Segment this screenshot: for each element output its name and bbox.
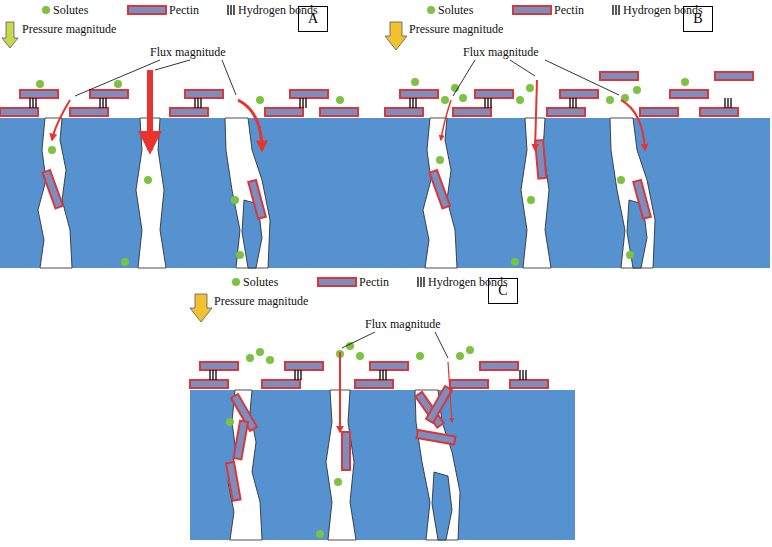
legend-swatch <box>42 6 50 14</box>
pressure-label: Pressure magnitude <box>214 294 308 308</box>
legend-text: Pectin <box>169 3 199 17</box>
flux-label: Flux magnitude <box>463 45 539 59</box>
legend-text: Solutes <box>438 3 473 17</box>
panel-a <box>0 5 385 268</box>
legend-text: Pectin <box>554 3 584 17</box>
legend-text: Hydrogen bonds <box>623 3 703 17</box>
legend-text: Pectin <box>359 275 389 289</box>
flux-label: Flux magnitude <box>150 45 226 59</box>
legend-text: Solutes <box>243 275 278 289</box>
legend-text: Hydrogen bonds <box>238 3 318 17</box>
legend-text: Solutes <box>53 3 88 17</box>
legend-text: Hydrogen bonds <box>428 275 508 289</box>
panel-c <box>190 277 575 540</box>
pressure-label: Pressure magnitude <box>22 22 116 36</box>
legend-swatch <box>427 6 435 14</box>
pressure-label: Pressure magnitude <box>409 22 503 36</box>
panel-b <box>385 5 770 268</box>
legend-swatch <box>232 278 240 286</box>
flux-label: Flux magnitude <box>365 317 441 331</box>
